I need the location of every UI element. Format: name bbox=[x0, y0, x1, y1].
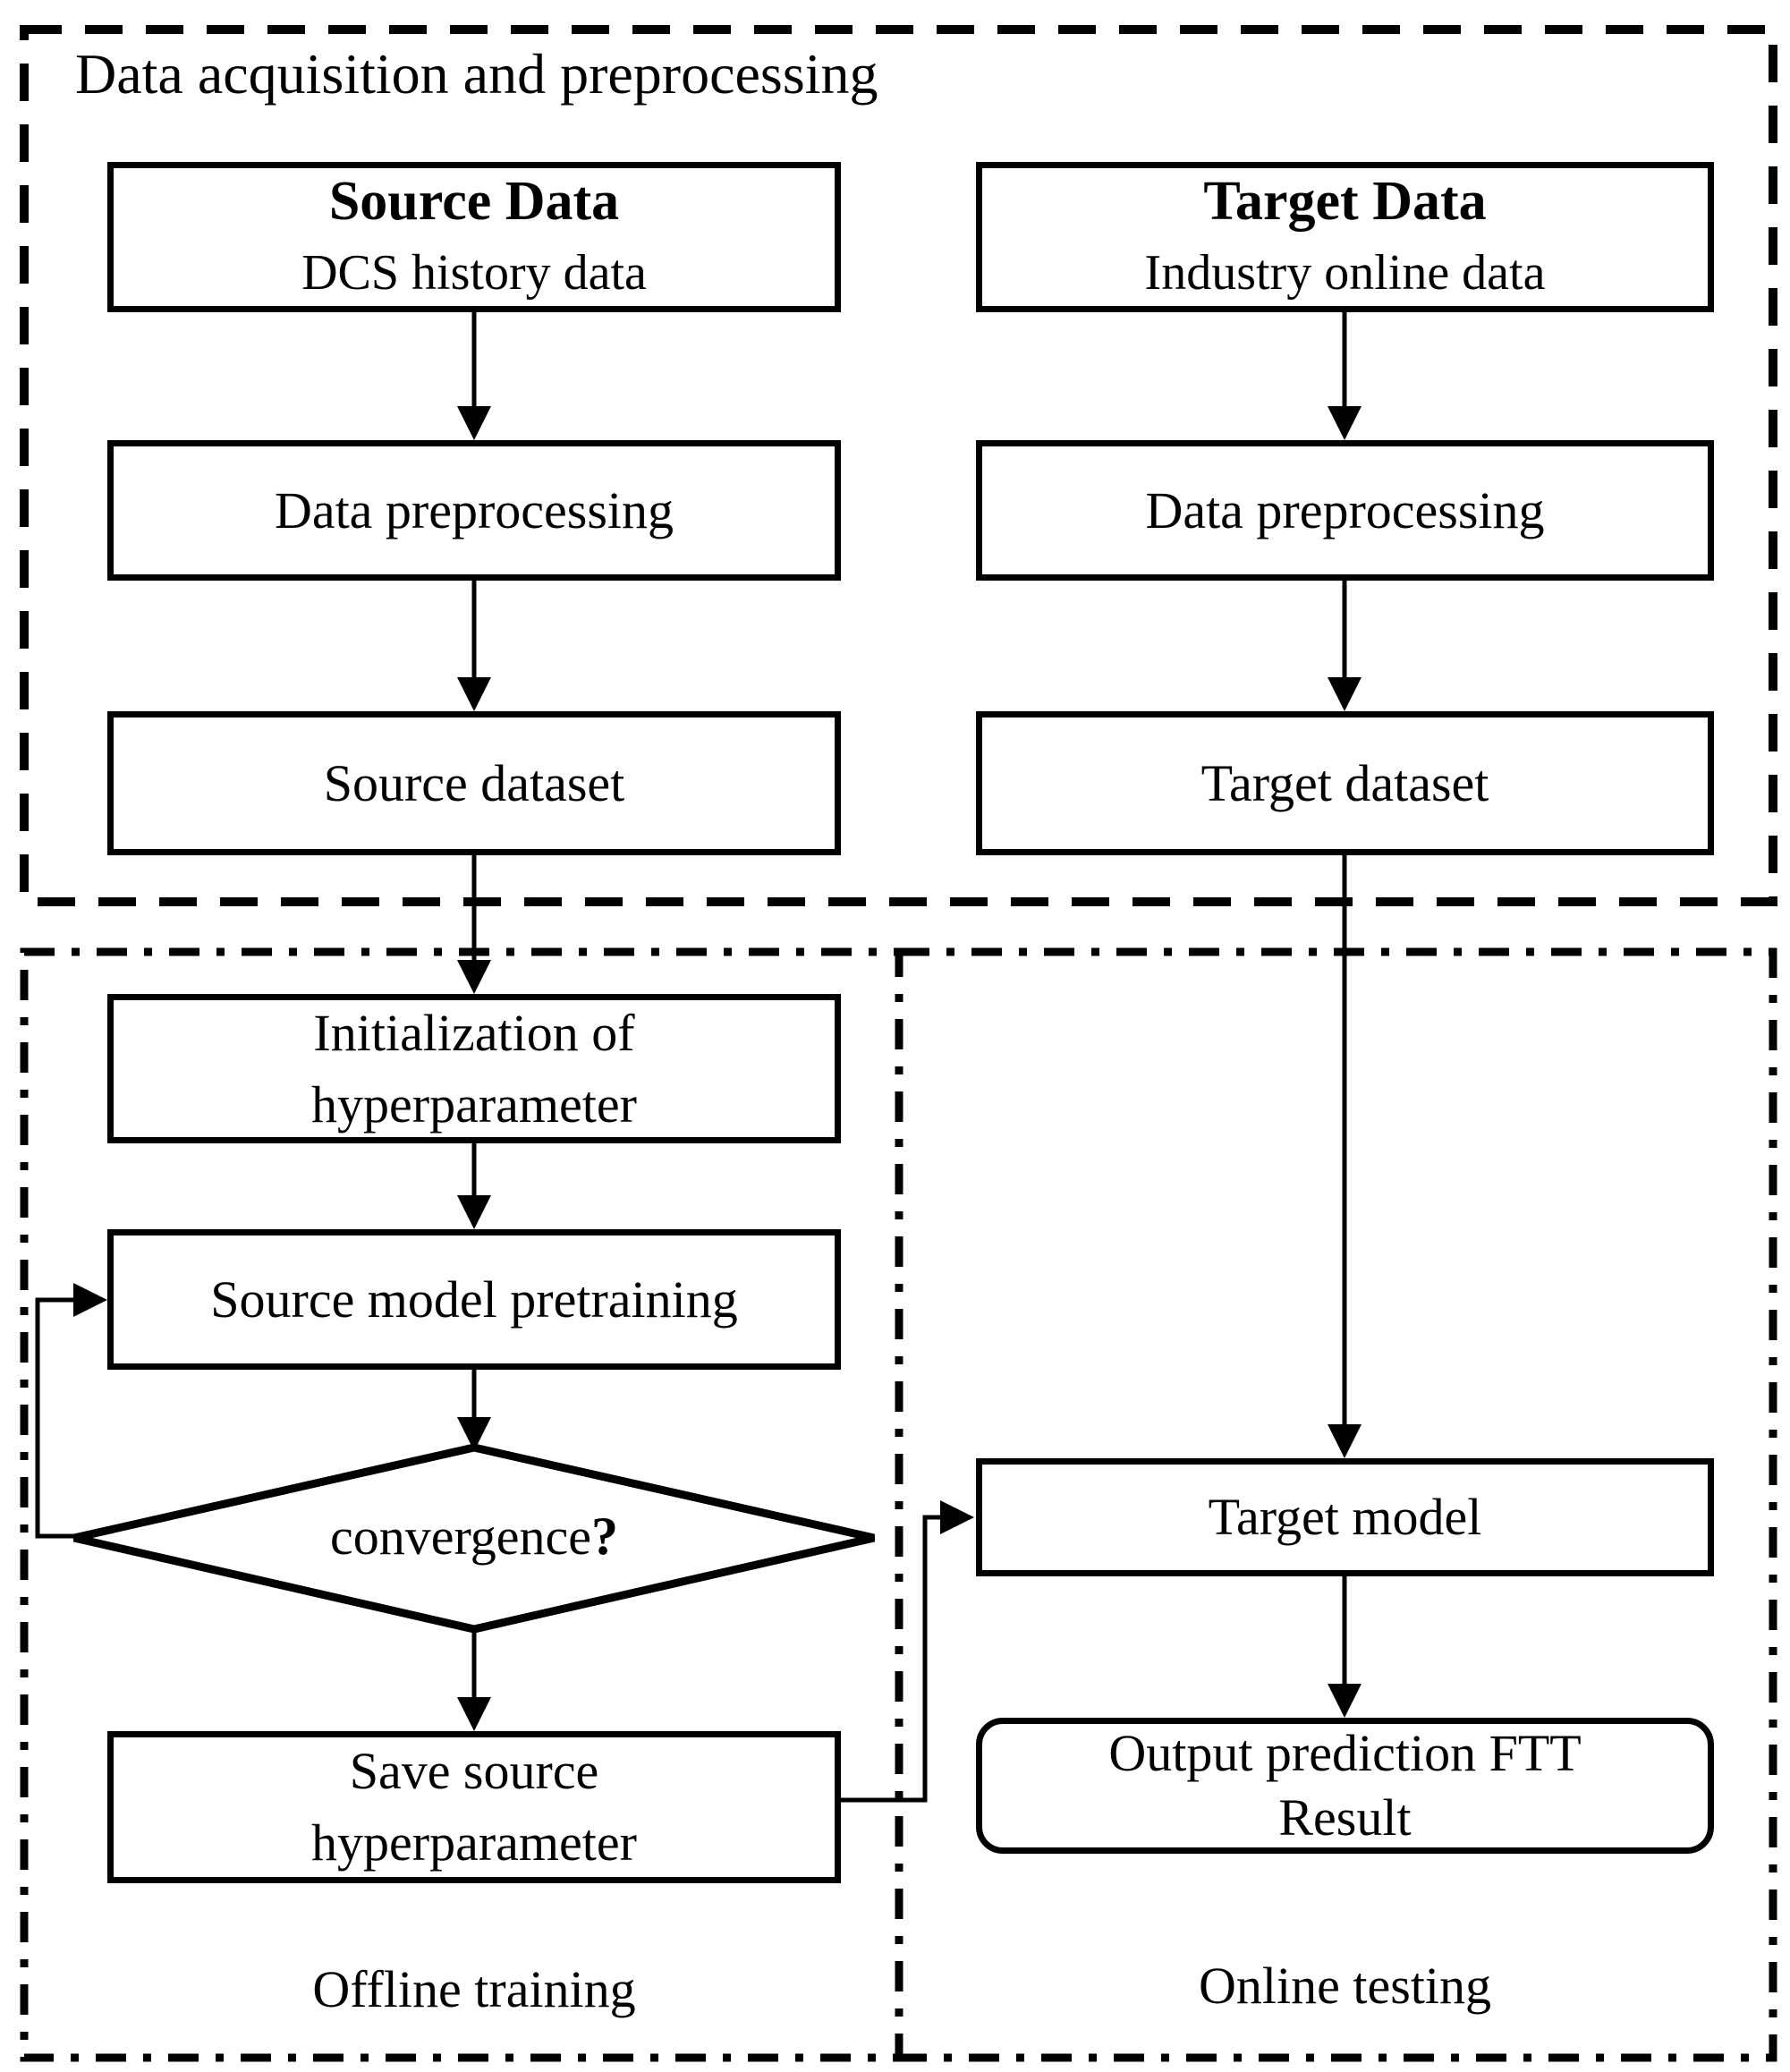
source-data-subtitle: DCS history data bbox=[301, 245, 647, 301]
arrow-source-data-to-preprocessing bbox=[457, 312, 491, 440]
convergence-decision-label: convergence? bbox=[161, 1505, 787, 1568]
source-data-title: Source Data bbox=[328, 171, 620, 232]
source-dataset-label: Source dataset bbox=[323, 753, 625, 812]
save-hyperparameter-line2: hyperparameter bbox=[311, 1813, 637, 1872]
output-result-line1: Output prediction FTT bbox=[1108, 1724, 1582, 1782]
region-online-border bbox=[899, 947, 1777, 2062]
arrow-convergence-to-save bbox=[457, 1631, 491, 1731]
region-offline-border bbox=[20, 947, 903, 2062]
node-target-data: Target Data Industry online data bbox=[976, 162, 1714, 312]
arrow-source-preprocessing-to-dataset bbox=[457, 581, 491, 711]
region-acquisition-title: Data acquisition and preprocessing bbox=[75, 42, 878, 106]
output-result-line2: Result bbox=[1278, 1788, 1412, 1847]
node-init-hyperparameter: Initialization of hyperparameter bbox=[107, 994, 841, 1143]
arrow-target-dataset-to-target-model bbox=[1328, 855, 1362, 1458]
connector-save-to-target-model bbox=[839, 1500, 974, 1803]
zone-label-online-testing: Online testing bbox=[1198, 1957, 1491, 2015]
target-data-subtitle: Industry online data bbox=[1144, 245, 1546, 301]
node-source-data: Source Data DCS history data bbox=[107, 162, 841, 312]
node-source-model-pretraining: Source model pretraining bbox=[107, 1229, 841, 1370]
region-acquisition-border bbox=[20, 25, 1777, 906]
save-hyperparameter-line1: Save source bbox=[349, 1742, 599, 1800]
node-source-dataset: Source dataset bbox=[107, 711, 841, 855]
node-source-preprocessing: Data preprocessing bbox=[107, 440, 841, 581]
node-output-prediction-result: Output prediction FTT Result bbox=[976, 1718, 1714, 1854]
target-preprocessing-label: Data preprocessing bbox=[1145, 480, 1545, 539]
init-hyperparameter-line2: hyperparameter bbox=[311, 1074, 637, 1134]
zone-label-offline-training: Offline training bbox=[312, 1960, 636, 2018]
node-target-preprocessing: Data preprocessing bbox=[976, 440, 1714, 581]
arrow-target-model-to-output bbox=[1328, 1576, 1362, 1718]
convergence-text: convergence bbox=[330, 1507, 591, 1566]
target-model-label: Target model bbox=[1208, 1488, 1482, 1546]
target-dataset-label: Target dataset bbox=[1200, 753, 1489, 812]
node-save-hyperparameter: Save source hyperparameter bbox=[107, 1731, 841, 1883]
convergence-diamond-shape bbox=[72, 1443, 876, 1634]
source-model-pretraining-label: Source model pretraining bbox=[210, 1270, 738, 1329]
init-hyperparameter-line1: Initialization of bbox=[313, 1003, 635, 1062]
arrow-init-to-pretraining bbox=[457, 1143, 491, 1229]
arrow-target-data-to-preprocessing bbox=[1328, 312, 1362, 440]
target-data-title: Target Data bbox=[1203, 171, 1487, 232]
loop-convergence-to-pretraining bbox=[35, 1283, 107, 1539]
arrow-target-preprocessing-to-dataset bbox=[1328, 581, 1362, 711]
arrow-pretraining-to-convergence bbox=[457, 1370, 491, 1451]
source-preprocessing-label: Data preprocessing bbox=[274, 480, 674, 539]
arrow-source-dataset-to-init bbox=[457, 855, 491, 994]
convergence-question-mark: ? bbox=[590, 1507, 618, 1566]
node-target-dataset: Target dataset bbox=[976, 711, 1714, 855]
node-target-model: Target model bbox=[976, 1458, 1714, 1576]
